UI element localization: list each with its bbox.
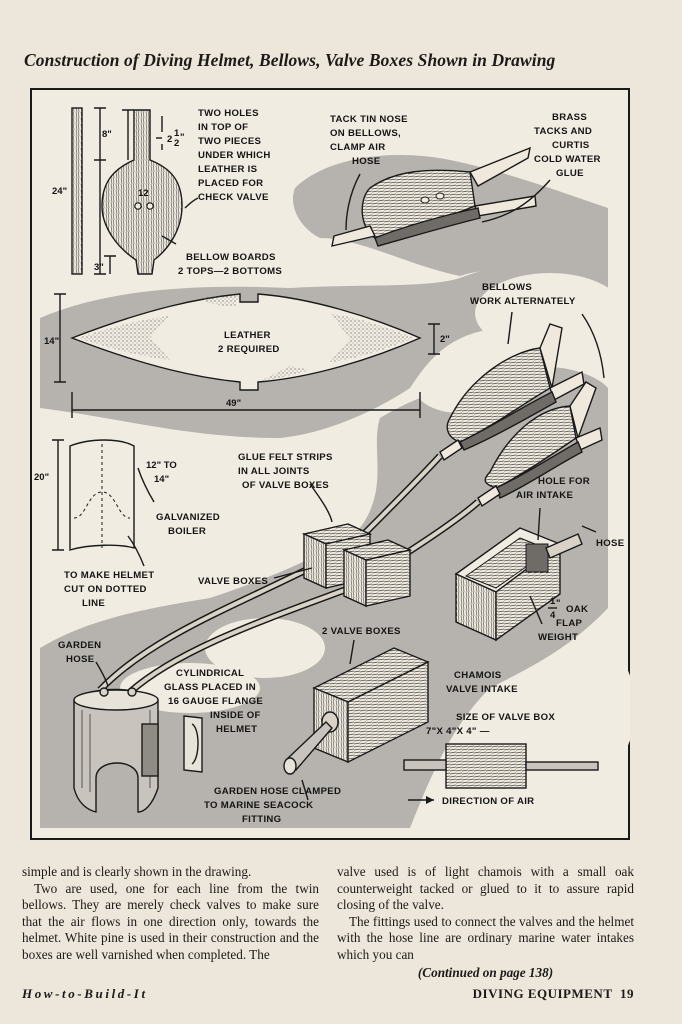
label-hole-air-intake: HOLE FOR AIR INTAKE [516, 476, 593, 501]
dim-2-half-den: 2 [174, 138, 179, 149]
label-valve-boxes: VALVE BOXES [198, 576, 268, 587]
dim-2in: 2" [440, 334, 450, 345]
label-size-valve-box: SIZE OF VALVE BOX 7"X 4"X 4" — [426, 712, 558, 737]
air-hoses [97, 453, 481, 695]
dim-2-half-mark: " [180, 132, 185, 143]
label-garden-hose-clamped: GARDEN HOSE CLAMPED TO MARINE SEACOCK FI… [204, 786, 344, 825]
dim-2-half-whole: 2 [167, 134, 172, 145]
label-glue-felt: GLUE FELT STRIPS IN ALL JOINTS OF VALVE … [238, 452, 336, 491]
label-two-valve-boxes: 2 VALVE BOXES [322, 626, 401, 637]
paragraph: valve used is of light chamois with a sm… [337, 864, 634, 913]
label-direction-of-air: DIRECTION OF AIR [442, 796, 534, 807]
oak-frac-mark: " [556, 598, 561, 609]
page-title: Construction of Diving Helmet, Bellows, … [24, 50, 556, 70]
closed-valve-box-drawing [283, 647, 430, 775]
dim-12-to-14: 12" TO 14" [146, 460, 179, 485]
bellows-drawing-top [331, 146, 537, 247]
valve-boxes-drawing [301, 523, 413, 608]
oak-frac-den: 4 [550, 610, 556, 621]
dim-12: 12 [138, 188, 149, 199]
dim-24in: 24" [52, 186, 67, 197]
valve-box-side-drawing [403, 743, 599, 789]
paragraph: Two are used, one for each line from the… [22, 880, 319, 962]
body-column-left: simple and is clearly shown in the drawi… [22, 864, 319, 964]
dim-3in: 3" [94, 262, 104, 273]
label-chamois-intake: CHAMOIS VALVE INTAKE [446, 670, 518, 695]
label-bellows-alternately: BELLOWS WORK ALTERNATELY [470, 282, 576, 307]
label-bellow-boards: BELLOW BOARDS 2 TOPS—2 BOTTOMS [178, 252, 282, 277]
label-garden-hose: GARDEN HOSE [58, 640, 104, 665]
paragraph: simple and is clearly shown in the drawi… [22, 864, 252, 879]
label-make-helmet: TO MAKE HELMET CUT ON DOTTED LINE [64, 570, 157, 609]
dim-20in: 20" [34, 472, 49, 483]
dim-14in: 14" [44, 336, 59, 347]
footer-publication: How-to-Build-It [22, 986, 148, 1001]
footer-section-title: DIVING EQUIPMENT [472, 986, 613, 1001]
oak-frac-num: 1 [550, 596, 556, 607]
label-tack-tin: TACK TIN NOSE ON BELLOWS, CLAMP AIR HOSE [330, 114, 411, 167]
body-column-right: valve used is of light chamois with a sm… [337, 864, 634, 981]
leather-shape-drawing [54, 293, 440, 418]
galvanized-boiler-drawing [52, 439, 155, 567]
open-valve-box-drawing [454, 527, 583, 642]
dim-2-half-num: 1 [174, 128, 180, 139]
label-hose: HOSE [596, 538, 625, 549]
label-brass-tacks: BRASS TACKS AND CURTIS COLD WATER GLUE [534, 112, 604, 179]
twin-bellows-drawing [439, 323, 603, 508]
construction-drawing: 8" 2 1 2 " 12 24" 3" TWO HOLES IN TOP OF… [30, 88, 630, 840]
continued-note: (Continued on page 138) [417, 964, 554, 980]
dim-49in: 49" [226, 398, 241, 409]
page-number: 19 [620, 986, 634, 1001]
label-cylindrical-glass: CYLINDRICAL GLASS PLACED IN 16 GAUGE FLA… [164, 668, 266, 735]
label-oak-flap: OAK FLAP WEIGHT [538, 604, 591, 643]
label-galvanized-boiler: GALVANIZED BOILER [156, 512, 223, 537]
footer-section: DIVING EQUIPMENT 19 [473, 986, 634, 1002]
label-two-holes: TWO HOLES IN TOP OF TWO PIECES UNDER WHI… [198, 108, 274, 203]
label-leather: LEATHER 2 REQUIRED [218, 330, 280, 355]
bellow-board-drawing [71, 107, 199, 275]
helmet-drawing [73, 687, 203, 813]
paragraph: The fittings used to connect the valves … [337, 913, 634, 962]
dim-8in: 8" [102, 129, 112, 140]
